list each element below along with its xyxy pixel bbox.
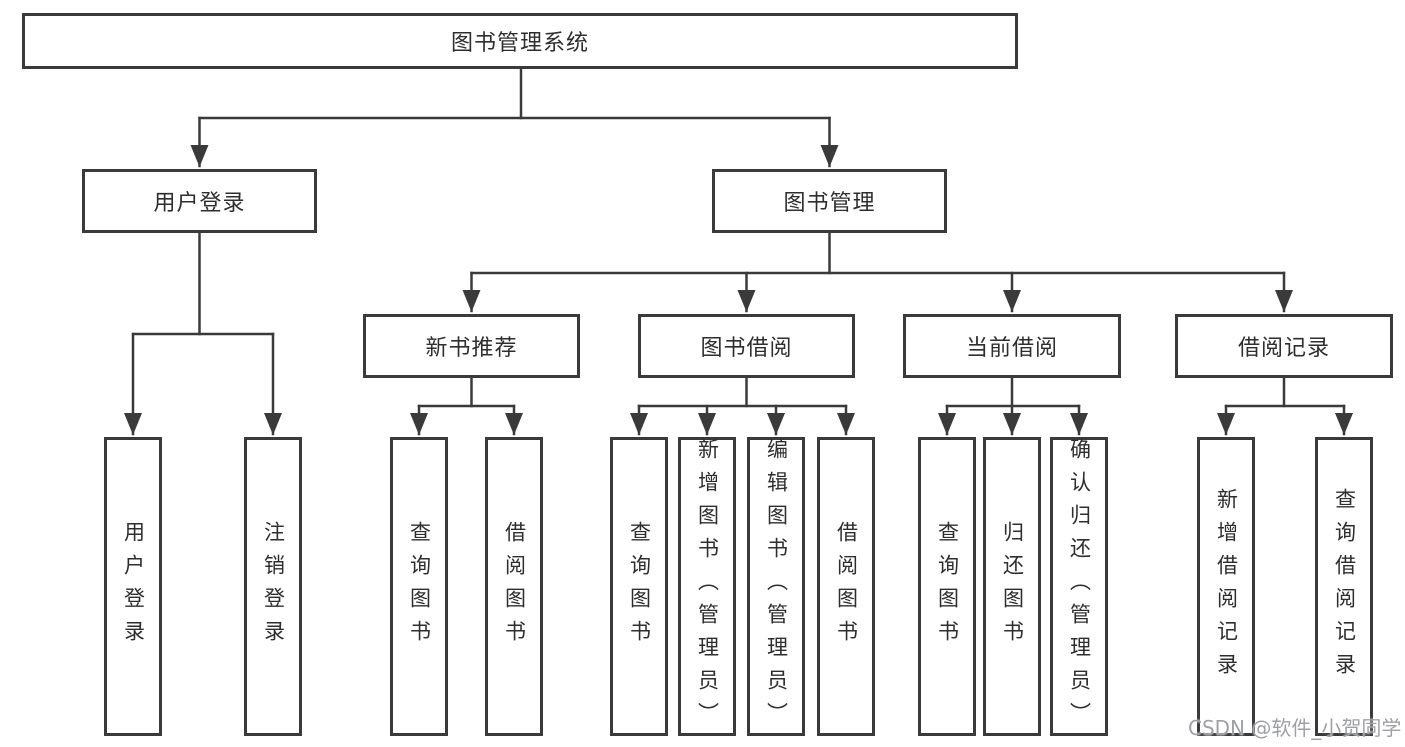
leaf-current-return-books-label: 归还图书	[1000, 520, 1025, 653]
leaf-records-add-record-label: 新增借阅记录	[1214, 487, 1239, 686]
node-library-system: 图书管理系统	[22, 13, 1018, 69]
leaf-recommend-query-books-label: 查询图书	[407, 520, 432, 653]
node-borrowing-records: 借阅记录	[1175, 314, 1393, 378]
leaf-borrow-borrow-books-label: 借阅图书	[834, 520, 859, 653]
leaf-current-return-books: 归还图书	[983, 437, 1041, 736]
leaf-recommend-borrow-books: 借阅图书	[485, 437, 543, 736]
leaf-current-query-books-label: 查询图书	[935, 520, 960, 653]
leaf-records-query-record-label: 查询借阅记录	[1332, 487, 1357, 686]
leaf-borrow-edit-books-admin-label: 编辑图书（管理员）	[764, 438, 789, 735]
node-user-login: 用户登录	[82, 169, 317, 233]
node-book-management: 图书管理	[712, 169, 947, 233]
leaf-user-login: 用户登录	[104, 437, 162, 736]
leaf-logout-login-label: 注销登录	[261, 520, 286, 653]
leaf-borrow-borrow-books: 借阅图书	[817, 437, 875, 736]
watermark-csdn: CSDN @软件_小贺同学	[1188, 716, 1402, 740]
node-current-borrowing: 当前借阅	[903, 314, 1121, 378]
leaf-records-add-record: 新增借阅记录	[1197, 437, 1255, 736]
leaf-current-confirm-return-admin: 确认归还（管理员）	[1050, 437, 1108, 736]
leaf-borrow-add-books-admin: 新增图书（管理员）	[678, 437, 736, 736]
leaf-records-query-record: 查询借阅记录	[1315, 437, 1373, 736]
leaf-borrow-query-books-label: 查询图书	[627, 520, 652, 653]
leaf-borrow-query-books: 查询图书	[610, 437, 668, 736]
leaf-recommend-query-books: 查询图书	[390, 437, 448, 736]
node-new-book-recommend: 新书推荐	[363, 314, 580, 378]
leaf-user-login-label: 用户登录	[121, 520, 146, 653]
leaf-borrow-edit-books-admin: 编辑图书（管理员）	[747, 437, 805, 736]
node-book-borrowing: 图书借阅	[638, 314, 855, 378]
leaf-borrow-add-books-admin-label: 新增图书（管理员）	[695, 438, 720, 735]
leaf-logout-login: 注销登录	[244, 437, 302, 736]
leaf-current-confirm-return-admin-label: 确认归还（管理员）	[1067, 438, 1092, 735]
leaf-recommend-borrow-books-label: 借阅图书	[502, 520, 527, 653]
leaf-current-query-books: 查询图书	[918, 437, 976, 736]
